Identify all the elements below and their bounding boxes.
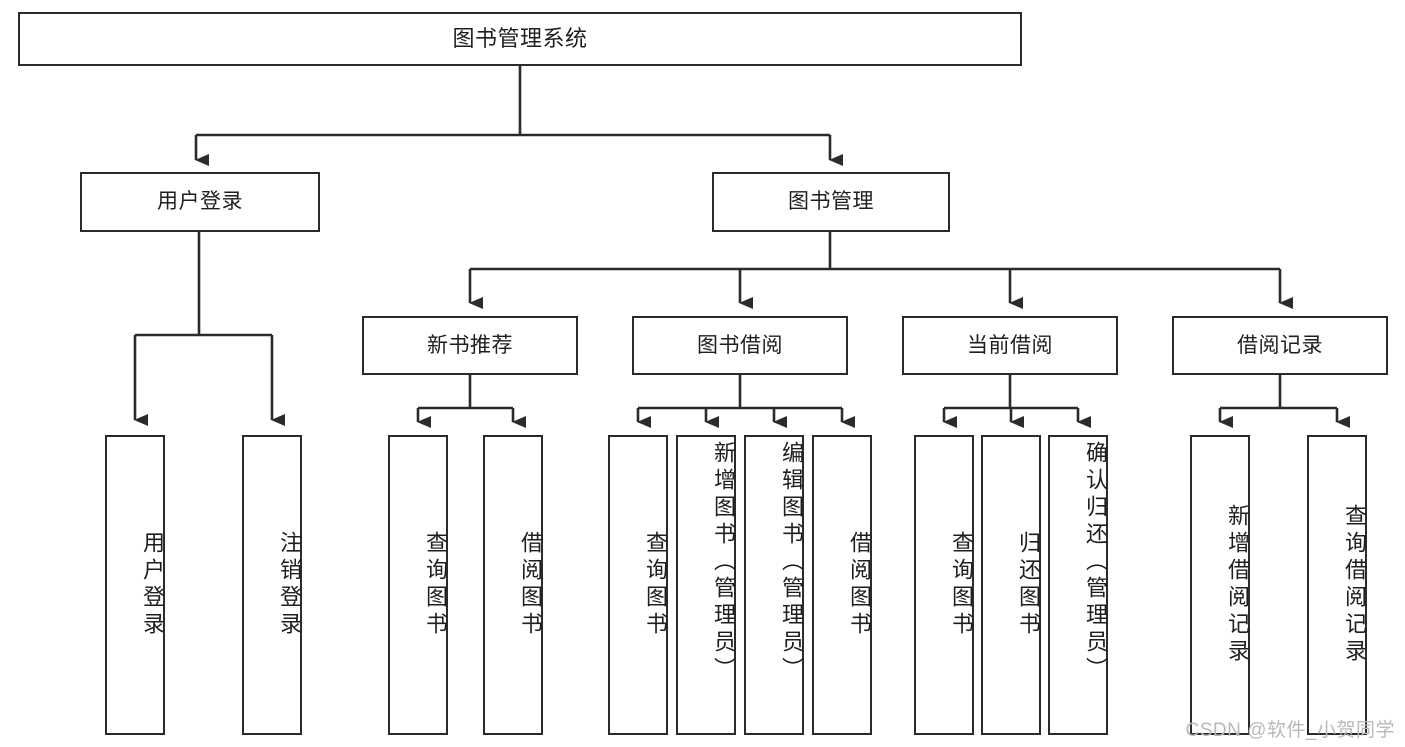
node-root-system[interactable]: 图书管理系统 [18, 12, 1022, 66]
node-label: 注销登录 [277, 531, 302, 639]
node-leaf-borrow-book[interactable]: 借阅图书 [812, 435, 872, 735]
node-label: 图书借阅 [697, 333, 783, 357]
node-label: 归还图书 [1016, 531, 1041, 639]
node-label: 当前借阅 [967, 333, 1053, 357]
node-label: 查询借阅记录 [1342, 504, 1367, 666]
node-label: 查询图书 [423, 531, 448, 639]
node-leaf-query-borrow-record[interactable]: 查询借阅记录 [1307, 435, 1367, 735]
node-label: 用户登录 [140, 531, 165, 639]
node-leaf-add-book-admin[interactable]: 新增图书（管理员） [676, 435, 736, 735]
node-leaf-query-book-borrow[interactable]: 查询图书 [608, 435, 668, 735]
node-label: 用户登录 [157, 190, 243, 214]
node-label: 图书管理 [788, 190, 874, 214]
node-leaf-add-borrow-record[interactable]: 新增借阅记录 [1190, 435, 1250, 735]
node-leaf-borrow-book-recommend[interactable]: 借阅图书 [483, 435, 543, 735]
node-label: 借阅记录 [1237, 333, 1323, 357]
node-label: 图书管理系统 [452, 25, 588, 51]
node-leaf-user-login[interactable]: 用户登录 [105, 435, 165, 735]
node-leaf-edit-book-admin[interactable]: 编辑图书（管理员） [744, 435, 804, 735]
node-leaf-return-book[interactable]: 归还图书 [981, 435, 1041, 735]
node-book-borrow[interactable]: 图书借阅 [632, 316, 848, 375]
node-label: 查询图书 [949, 531, 974, 639]
node-label: 借阅图书 [518, 531, 543, 639]
node-user-login[interactable]: 用户登录 [80, 172, 320, 232]
node-leaf-query-book-recommend[interactable]: 查询图书 [388, 435, 448, 735]
watermark-text: CSDN @软件_小贺同学 [1185, 720, 1395, 741]
node-new-book-recommend[interactable]: 新书推荐 [362, 316, 578, 375]
node-label: 新增图书（管理员） [711, 441, 736, 684]
node-label: 编辑图书（管理员） [779, 441, 804, 684]
node-leaf-confirm-return-admin[interactable]: 确认归还（管理员） [1048, 435, 1108, 735]
node-label: 新增借阅记录 [1225, 504, 1250, 666]
node-current-borrow[interactable]: 当前借阅 [902, 316, 1118, 375]
node-label: 查询图书 [643, 531, 668, 639]
node-borrow-record[interactable]: 借阅记录 [1172, 316, 1388, 375]
node-leaf-logout[interactable]: 注销登录 [242, 435, 302, 735]
node-label: 确认归还（管理员） [1083, 441, 1108, 684]
node-label: 借阅图书 [847, 531, 872, 639]
node-leaf-query-book-current[interactable]: 查询图书 [914, 435, 974, 735]
node-book-management[interactable]: 图书管理 [712, 172, 950, 232]
node-label: 新书推荐 [427, 333, 513, 357]
